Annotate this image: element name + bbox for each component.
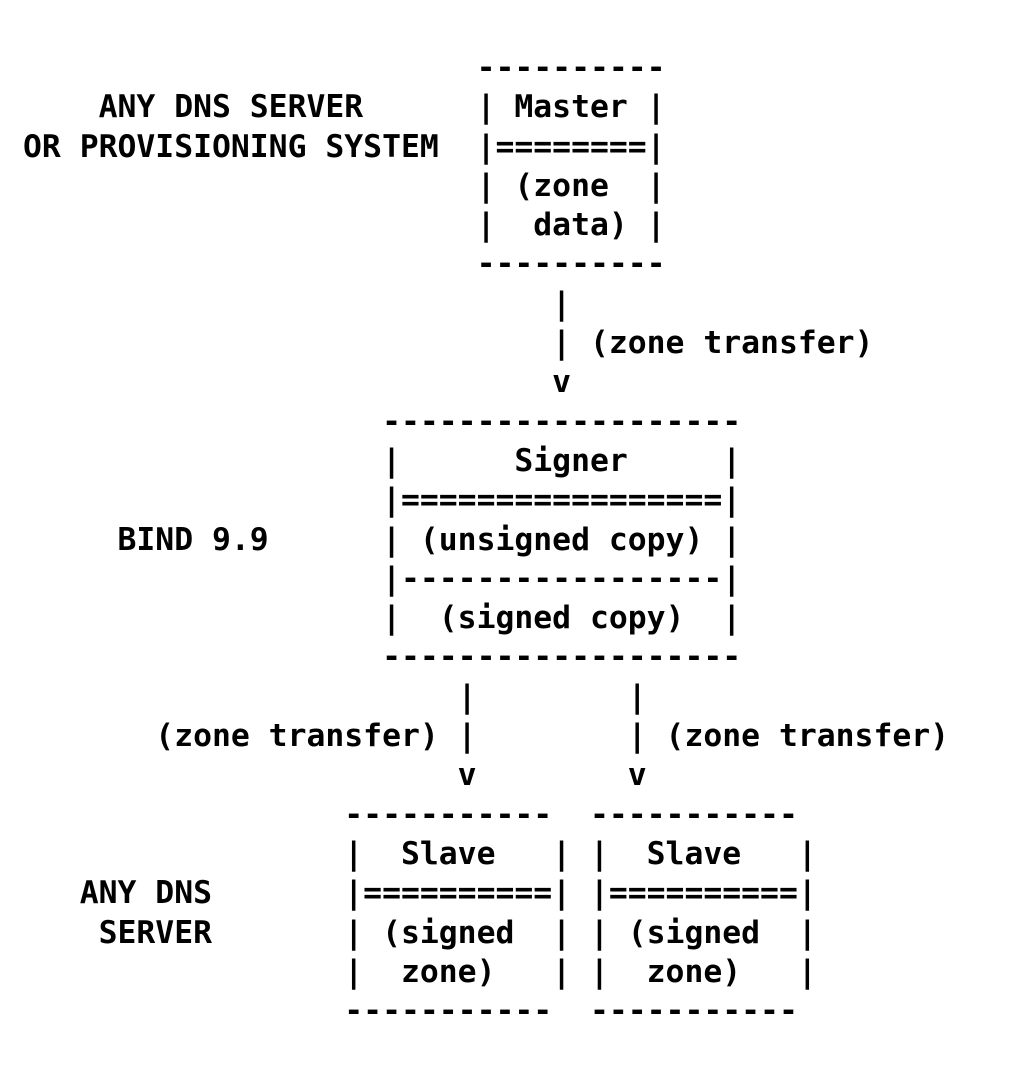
diagram-line: OR PROVISIONING SYSTEM |========|	[23, 128, 666, 165]
diagram-line: v	[23, 364, 572, 401]
diagram-line: SERVER | (signed | | (signed |	[23, 914, 817, 951]
diagram-line: | Signer |	[23, 442, 742, 479]
diagram-line: | (signed copy) |	[23, 600, 742, 637]
diagram-line: ----------- -----------	[23, 796, 798, 833]
diagram-line: |=================|	[23, 482, 742, 519]
diagram-line: -------------------	[23, 639, 742, 676]
diagram-line: v v	[23, 757, 647, 794]
diagram-line: ANY DNS |==========| |==========|	[23, 875, 817, 912]
diagram-line: | data) |	[23, 207, 666, 244]
diagram-line: | (zone transfer)	[23, 325, 874, 362]
diagram-line: BIND 9.9 | (unsigned copy) |	[23, 521, 742, 558]
diagram-line: ANY DNS SERVER | Master |	[23, 89, 666, 126]
diagram-line: -------------------	[23, 403, 742, 440]
diagram-line: | |	[23, 678, 647, 715]
diagram-line: ----------	[23, 246, 666, 283]
diagram-line: ----------- -----------	[23, 993, 798, 1030]
diagram-line: |-----------------|	[23, 560, 742, 597]
diagram-line: |	[23, 285, 572, 322]
ascii-dns-inline-signing-diagram: ---------- ANY DNS SERVER | Master | OR …	[23, 49, 949, 1031]
diagram-line: ----------	[23, 50, 666, 86]
diagram-line: | Slave | | Slave |	[23, 835, 817, 872]
diagram-line: | zone) | | zone) |	[23, 953, 817, 990]
diagram-line: (zone transfer) | | (zone transfer)	[23, 718, 950, 755]
diagram-line: | (zone |	[23, 167, 666, 204]
